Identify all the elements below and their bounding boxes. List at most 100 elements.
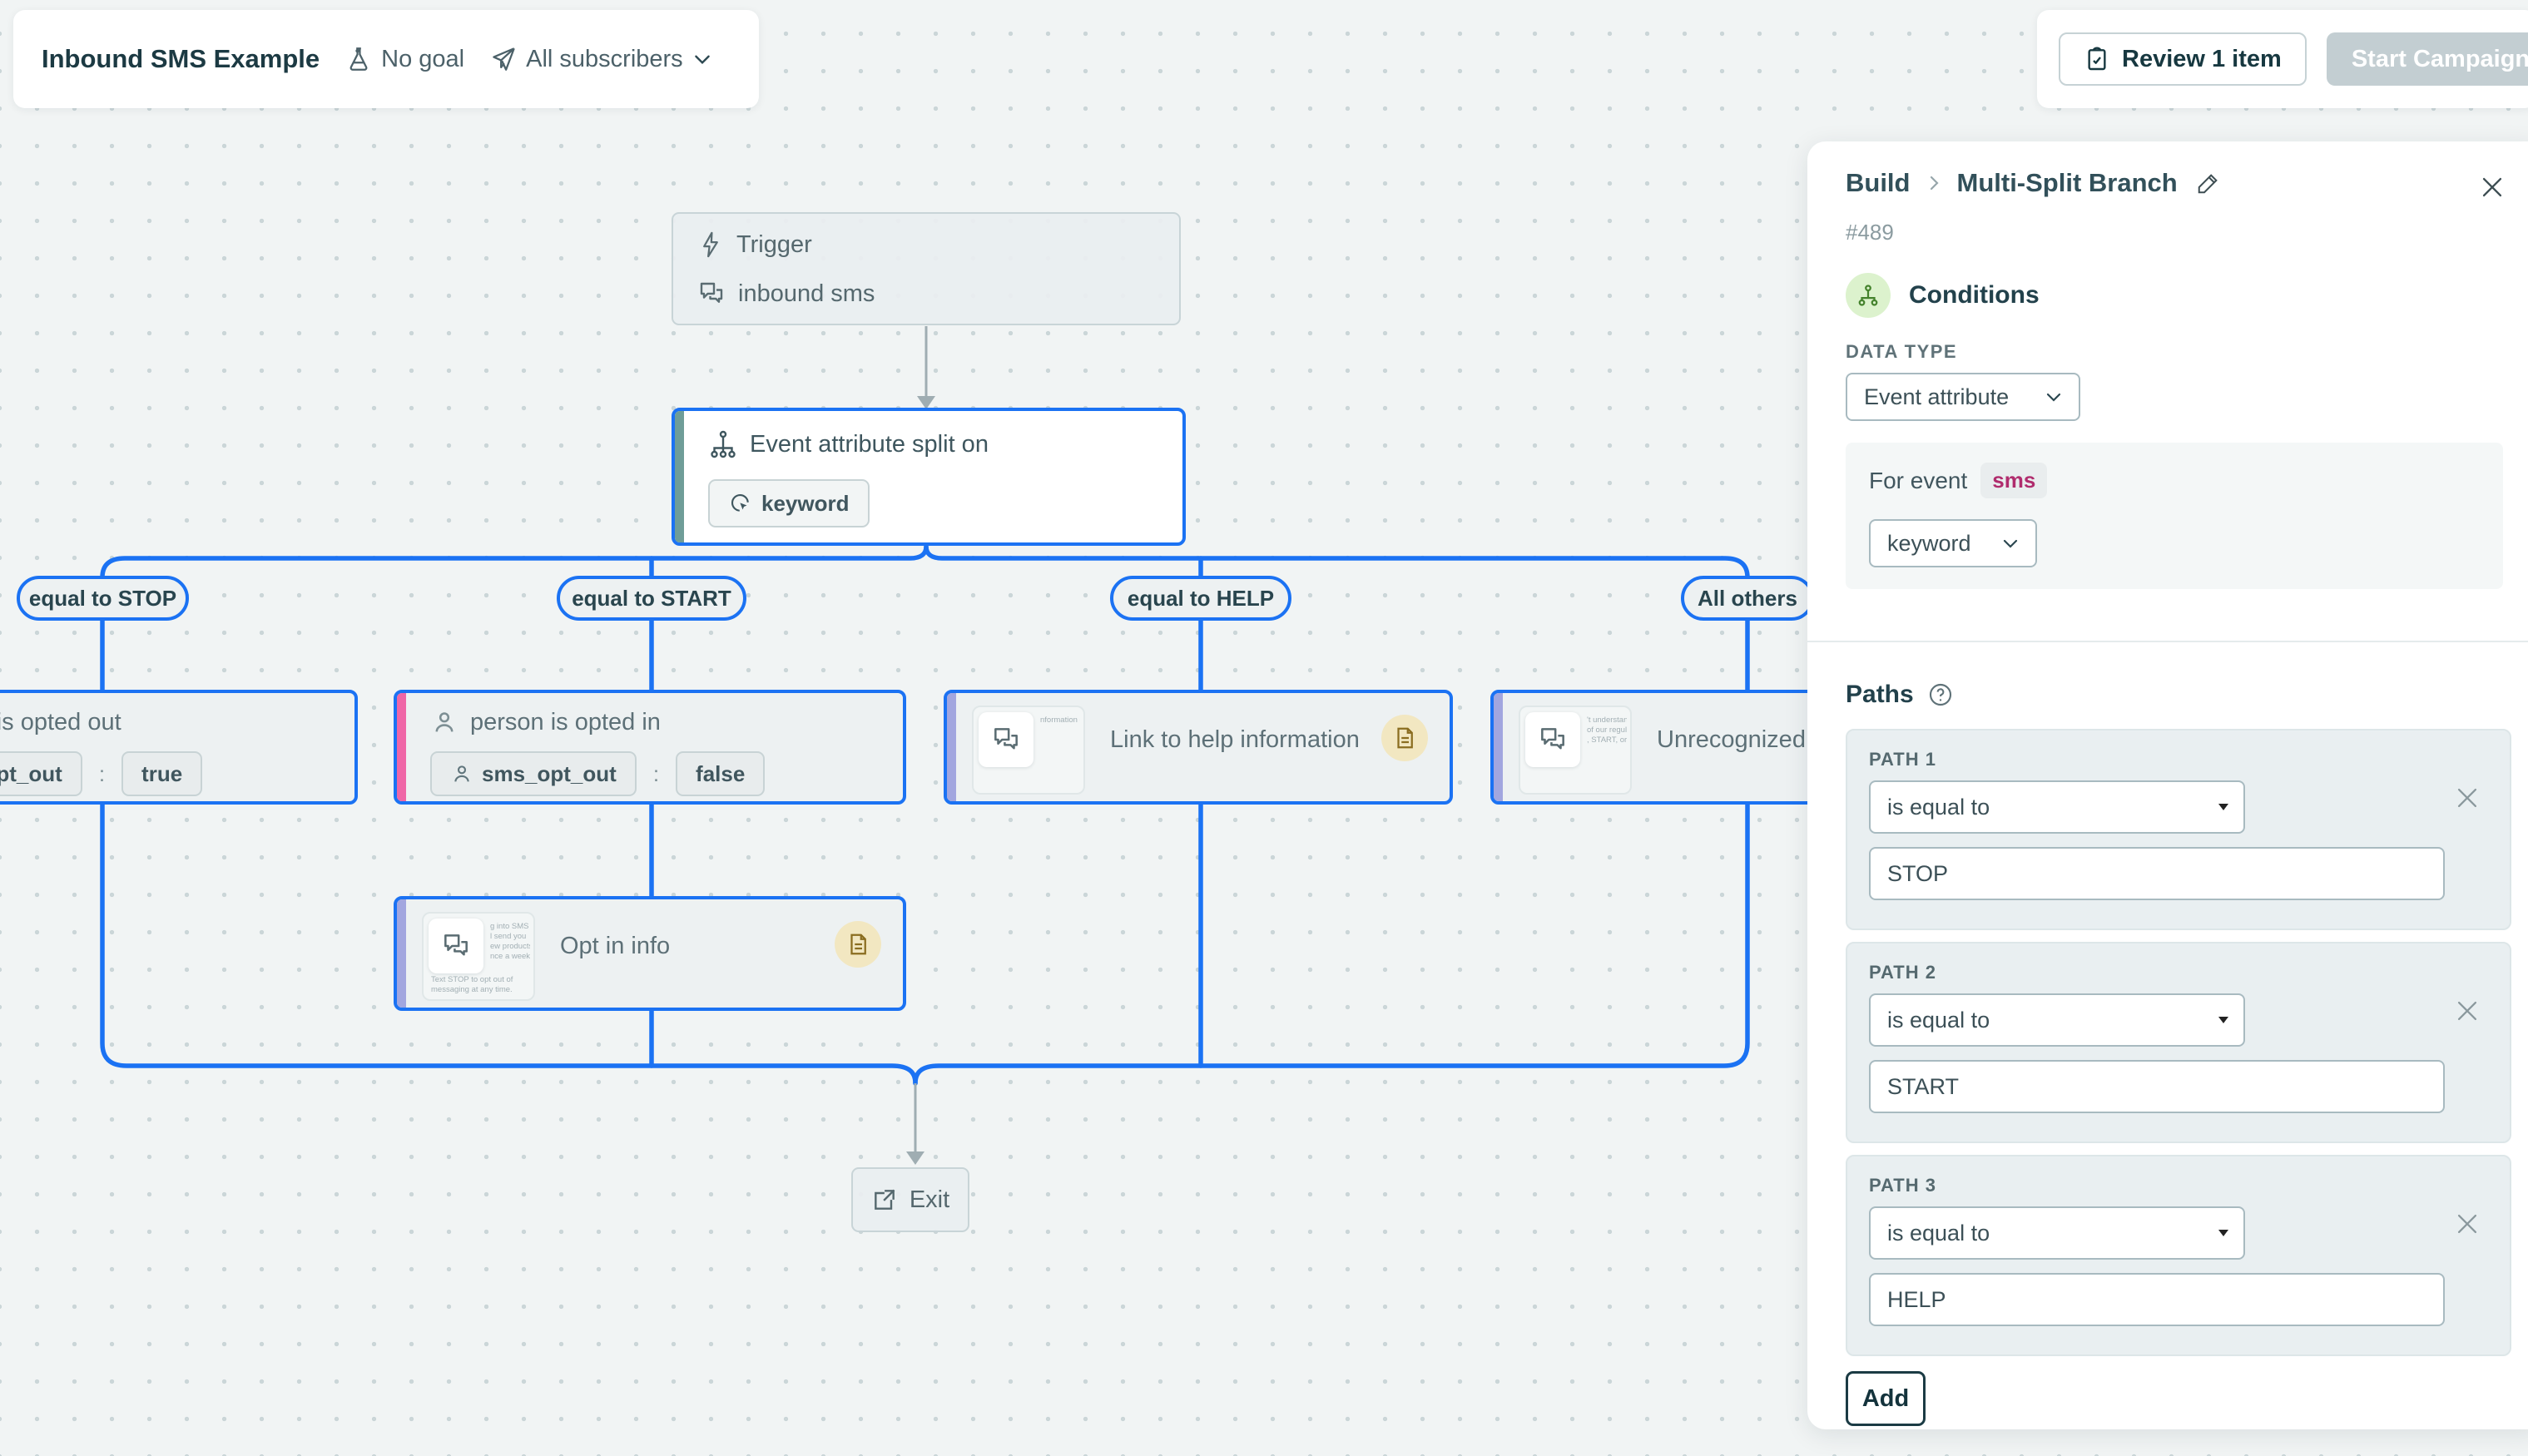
goal-indicator[interactable]: No goal bbox=[345, 45, 464, 73]
goal-flask-icon bbox=[345, 45, 373, 73]
message-preview-text: 't understand.of our regular, START, or … bbox=[1587, 716, 1627, 745]
path-card-1: PATH 1 is equal to bbox=[1846, 729, 2511, 930]
branch-pill-label: All others bbox=[1698, 585, 1797, 611]
branch-settings-panel: Build Multi-Split Branch #489 Conditions… bbox=[1807, 141, 2528, 1429]
select-caret-icon bbox=[2218, 804, 2228, 810]
person-icon bbox=[430, 708, 459, 736]
document-icon bbox=[1397, 727, 1413, 749]
exit-label: Exit bbox=[909, 1186, 950, 1213]
branch-pill-label: equal to HELP bbox=[1127, 585, 1275, 611]
breadcrumb: Build Multi-Split Branch bbox=[1846, 168, 2221, 198]
path-1-operator-select[interactable]: is equal to bbox=[1869, 780, 2245, 834]
external-link-icon bbox=[871, 1186, 898, 1213]
draft-badge bbox=[1381, 715, 1428, 761]
message-preview-text: nformation on our bbox=[1040, 716, 1080, 725]
branch-pill-all-others[interactable]: All others bbox=[1681, 576, 1814, 621]
data-type-select[interactable]: Event attribute bbox=[1846, 373, 2080, 421]
start-campaign-label: Start Campaign bbox=[2351, 45, 2528, 72]
attribute-name: sms_opt_out bbox=[0, 760, 62, 786]
conditions-icon bbox=[1846, 273, 1891, 318]
path-2-operator-select[interactable]: is equal to bbox=[1869, 993, 2245, 1047]
path-2-value-input[interactable] bbox=[1869, 1060, 2445, 1113]
opt-in-info-title: Opt in info bbox=[560, 933, 671, 959]
audience-label: All subscribers bbox=[526, 45, 683, 72]
breadcrumb-build[interactable]: Build bbox=[1846, 168, 1911, 197]
divider bbox=[1807, 641, 2528, 642]
review-items-label: Review 1 item bbox=[2122, 45, 2282, 72]
attribute-value: true bbox=[141, 760, 183, 786]
value-chip: false bbox=[676, 751, 766, 796]
add-path-button[interactable]: Add bbox=[1846, 1371, 1926, 1426]
branch-pill-equal-help[interactable]: equal to HELP bbox=[1110, 576, 1291, 621]
node-accent bbox=[1494, 693, 1503, 801]
paths-heading: Paths bbox=[1846, 681, 1954, 709]
audience-indicator[interactable]: All subscribers bbox=[489, 45, 713, 73]
exit-node[interactable]: Exit bbox=[851, 1167, 969, 1232]
data-type-label: DATA TYPE bbox=[1846, 341, 1958, 362]
operator-value: is equal to bbox=[1887, 1220, 1990, 1246]
chip-separator: : bbox=[652, 760, 660, 786]
split-keyword-chip[interactable]: keyword bbox=[708, 479, 870, 527]
cursor-click-icon bbox=[728, 491, 753, 516]
path-label: PATH 2 bbox=[1869, 962, 1936, 983]
trigger-node[interactable]: Trigger inbound sms bbox=[672, 212, 1181, 325]
attribute-chip: sms_opt_out bbox=[430, 751, 637, 796]
trigger-subtitle: inbound sms bbox=[738, 280, 875, 307]
event-attribute-select[interactable]: keyword bbox=[1869, 519, 2037, 567]
actions-bar: Review 1 item Start Campaign bbox=[2037, 10, 2528, 108]
node-accent bbox=[397, 693, 406, 801]
node-accent bbox=[397, 899, 406, 1008]
data-type-value: Event attribute bbox=[1864, 384, 2010, 409]
paths-label: Paths bbox=[1846, 681, 1914, 708]
remove-path-icon[interactable] bbox=[2453, 997, 2481, 1029]
edit-pencil-icon[interactable] bbox=[2196, 171, 2221, 196]
trigger-title: Trigger bbox=[736, 230, 812, 258]
path-3-value-input[interactable] bbox=[1869, 1273, 2445, 1326]
opted-in-title: person is opted in bbox=[470, 708, 661, 735]
attribute-name: sms_opt_out bbox=[482, 760, 617, 786]
remove-path-icon[interactable] bbox=[2453, 784, 2481, 816]
event-name-badge: sms bbox=[1980, 463, 2048, 498]
campaign-header: Inbound SMS Example No goal All subscrib… bbox=[13, 10, 759, 108]
operator-value: is equal to bbox=[1887, 794, 1990, 820]
path-card-3: PATH 3 is equal to bbox=[1846, 1155, 2511, 1356]
branch-pill-equal-start[interactable]: equal to START bbox=[557, 576, 746, 621]
help-question-icon[interactable] bbox=[1927, 681, 1954, 708]
clipboard-check-icon bbox=[2084, 46, 2110, 72]
chip-separator: : bbox=[98, 760, 106, 786]
message-preview: nformation on our bbox=[972, 706, 1085, 795]
split-keyword-label: keyword bbox=[761, 490, 850, 516]
split-branch-node[interactable]: Event attribute split on keyword bbox=[672, 408, 1186, 546]
branch-split-icon bbox=[708, 429, 738, 459]
goal-label: No goal bbox=[381, 45, 465, 72]
attribute-value: false bbox=[696, 760, 746, 786]
opted-out-title: person is opted out bbox=[0, 708, 121, 735]
review-items-button[interactable]: Review 1 item bbox=[2059, 32, 2307, 86]
branch-pill-label: equal to START bbox=[572, 585, 731, 611]
path-1-value-input[interactable] bbox=[1869, 847, 2445, 900]
chevron-down-icon bbox=[2000, 533, 2020, 553]
help-message-node[interactable]: nformation on our Link to help informati… bbox=[944, 690, 1453, 805]
select-caret-icon bbox=[2218, 1230, 2228, 1236]
chevron-down-icon bbox=[691, 48, 713, 70]
chat-bubbles-icon bbox=[979, 712, 1034, 767]
remove-path-icon[interactable] bbox=[2453, 1210, 2481, 1242]
split-node-title: Event attribute split on bbox=[750, 430, 989, 458]
close-icon[interactable] bbox=[2478, 173, 2506, 206]
attribute-chip: sms_opt_out bbox=[0, 751, 82, 796]
opted-in-node[interactable]: person is opted in sms_opt_out : false bbox=[394, 690, 906, 805]
event-attribute-value: keyword bbox=[1887, 530, 1971, 556]
path-3-operator-select[interactable]: is equal to bbox=[1869, 1206, 2245, 1260]
branch-pill-equal-stop[interactable]: equal to STOP bbox=[17, 576, 189, 621]
start-campaign-button[interactable]: Start Campaign bbox=[2326, 32, 2528, 86]
opted-out-node[interactable]: person is opted out sms_opt_out : true bbox=[0, 690, 358, 805]
operator-value: is equal to bbox=[1887, 1007, 1990, 1033]
person-icon bbox=[450, 762, 473, 785]
path-label: PATH 3 bbox=[1869, 1175, 1936, 1196]
node-type-row: Conditions bbox=[1846, 273, 2040, 318]
campaign-title: Inbound SMS Example bbox=[42, 44, 320, 73]
